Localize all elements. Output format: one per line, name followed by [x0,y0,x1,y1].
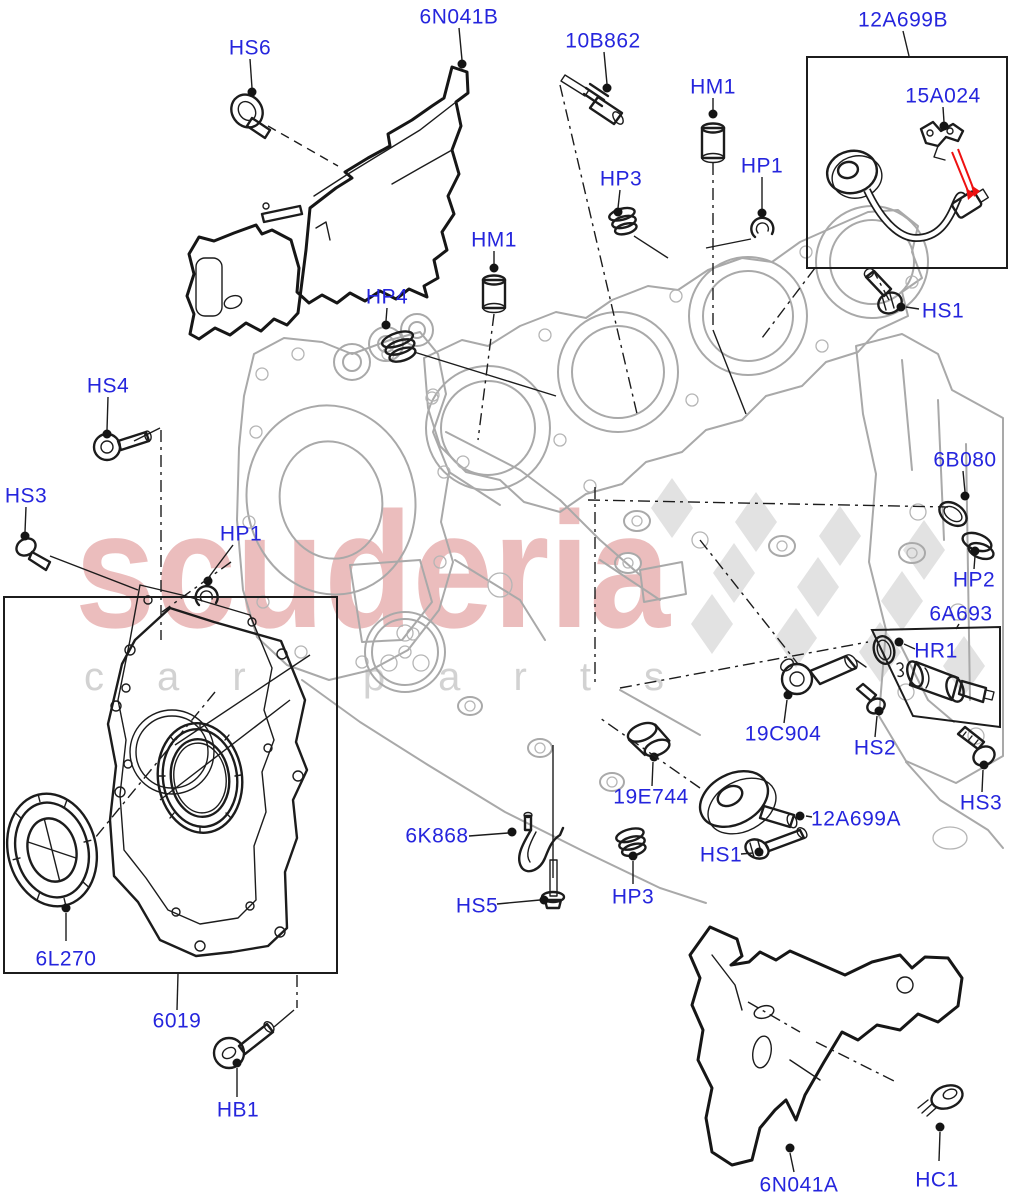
checker-diamond [943,636,985,696]
timing-cover-gasket [117,584,275,925]
bolt-hb1 [212,1021,275,1070]
bracket-15a024 [919,120,965,161]
part-label-hr1[interactable]: HR1 [914,639,958,663]
rear-face-ribs [897,359,1004,849]
leader-lines [20,27,989,1173]
water-pump-pulley [364,611,446,693]
oring-hr1 [872,635,896,665]
heat-shield-upper [185,65,470,341]
part-label-6b080[interactable]: 6B080 [933,448,997,472]
checker-diamond [881,571,923,631]
sensor-19c904 [780,654,867,696]
checker-diamond [691,594,733,654]
checker-diamond [651,478,693,538]
part-label-12a699a[interactable]: 12A699A [811,807,901,831]
block-lugs [457,510,926,792]
part-label-hm1-top[interactable]: HM1 [690,75,736,99]
rear-face-holes [897,503,985,850]
part-label-6019[interactable]: 6019 [152,1009,202,1033]
part-label-6n041a[interactable]: 6N041A [759,1173,839,1197]
front-face-bolt-holes [242,347,451,669]
fastener-hc1 [917,1084,964,1117]
crankshaft-seal-ring [156,722,244,834]
watermark-brand-text: scuderia [75,478,671,662]
part-label-hs1-top[interactable]: HS1 [921,299,965,323]
dowel-hm1-mid [481,274,507,314]
part-label-hs2[interactable]: HS2 [853,736,897,760]
part-label-12a699b[interactable]: 12A699B [858,8,948,32]
checker-diamond [775,608,817,668]
checker-diamond [735,492,777,552]
part-label-6k868[interactable]: 6K868 [405,824,469,848]
knock-sensor-12a699a [698,769,798,835]
bolt-hs6 [230,93,272,140]
sensor-10B862 [560,74,624,126]
red-pointer-arrows [951,148,980,200]
part-label-6a693[interactable]: 6A693 [929,602,993,626]
solenoid-6a693 [896,660,995,704]
part-label-hp1-mid[interactable]: HP1 [219,522,263,546]
part-label-hs5[interactable]: HS5 [455,894,499,918]
part-label-hs4[interactable]: HS4 [86,374,130,398]
checker-diamond [797,557,839,617]
part-label-15a024[interactable]: 15A024 [905,84,981,108]
heat-shield-lower [688,925,964,1167]
dowel-hm1-top [700,122,726,164]
block-structure-lines [301,431,707,904]
plug-hp4 [380,330,417,363]
oil-seal-6L270 [5,792,99,908]
part-label-6l270[interactable]: 6L270 [35,947,97,971]
seal-6b080-plug-hp2 [938,500,995,561]
part-label-hm1-mid[interactable]: HM1 [471,228,517,252]
part-label-hb1[interactable]: HB1 [216,1098,260,1122]
bolt-hs3-left [15,537,52,572]
part-label-hp1-top[interactable]: HP1 [740,154,784,178]
part-label-hp2[interactable]: HP2 [952,568,996,592]
callout-box-6019 [3,596,338,974]
callout-box-12A699B [806,56,1008,269]
timing-cover-bolt-holes [110,644,304,952]
part-label-hc1[interactable]: HC1 [915,1168,959,1192]
plug-hp3-bottom [615,827,647,858]
rear-face-outline [855,333,1004,784]
part-label-10b862[interactable]: 10B862 [565,29,641,53]
part-label-hp4[interactable]: HP4 [365,285,409,309]
cring-hp1-mid [194,585,219,607]
engine-block-drawing [236,205,1004,904]
part-label-6n041b[interactable]: 6N041B [419,5,499,29]
checker-diamond [713,543,755,603]
part-label-19c904[interactable]: 19C904 [744,722,822,746]
part-label-hs3-right[interactable]: HS3 [959,791,1003,815]
checker-diamond [819,506,861,566]
water-pump-opening [245,404,417,596]
part-label-19e744[interactable]: 19E744 [613,785,689,809]
cup-plug-19e744 [626,721,671,758]
gasket-holes [426,245,919,493]
part-label-hs3-left[interactable]: HS3 [4,484,48,508]
part-label-hs1-bottom[interactable]: HS1 [699,843,743,867]
cring-hp1-top [750,216,775,239]
timing-cover [106,606,309,958]
bolt-hs3-right [956,725,996,767]
part-label-hp3-top[interactable]: HP3 [599,167,643,191]
part-label-hs6[interactable]: HS6 [228,36,272,60]
part-label-hp3-bottom[interactable]: HP3 [611,885,655,909]
knock-sensor-cable-12a699b [825,149,990,243]
